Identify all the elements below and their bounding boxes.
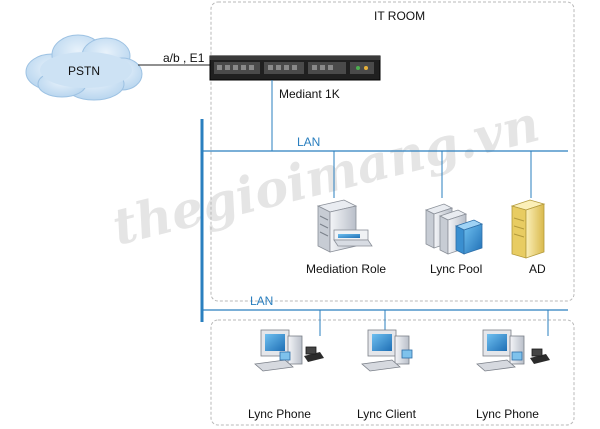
gateway-label: Mediant 1K [279, 87, 340, 101]
client-label: Lync Client [357, 407, 417, 421]
gateway-device-icon [209, 55, 381, 81]
ip-phone-icon [530, 348, 550, 364]
desktop-pc-icon [361, 329, 413, 372]
it-room-label: IT ROOM [374, 9, 425, 23]
pool-label: Lync Pool [430, 262, 482, 276]
link-label: a/b , E1 [163, 51, 205, 65]
server-cluster-icon [424, 203, 484, 255]
mediation-label: Mediation Role [306, 262, 386, 276]
directory-server-icon [510, 199, 546, 259]
desktop-pc-icon [476, 329, 525, 372]
client-area-boundary [210, 319, 575, 426]
server-icon [316, 199, 373, 253]
desktop-pc-icon [254, 329, 303, 372]
phone-left-label: Lync Phone [248, 407, 311, 421]
lan-bottom-label: LAN [250, 294, 273, 308]
ip-phone-icon [304, 346, 324, 362]
phone-right-label: Lync Phone [476, 407, 539, 421]
pstn-label: PSTN [68, 64, 100, 78]
ad-label: AD [529, 262, 546, 276]
it-room-boundary [210, 1, 575, 302]
lan-top-label: LAN [297, 135, 320, 149]
cloud-icon [25, 34, 143, 101]
